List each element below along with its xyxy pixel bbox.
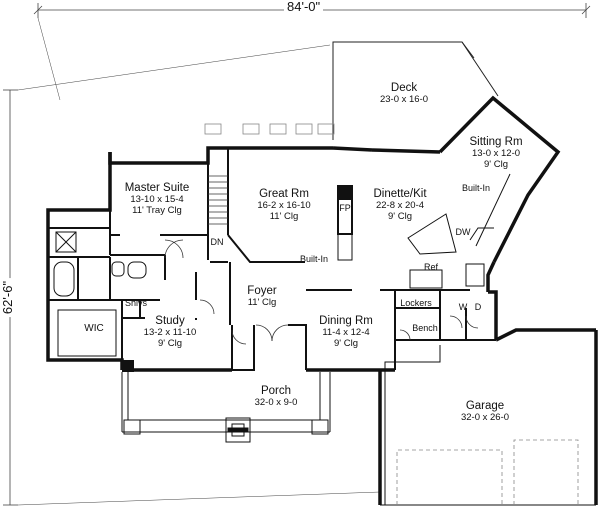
interior-walls	[48, 148, 496, 371]
kitchen-island	[407, 213, 494, 289]
overall-width-dimension: 84'-0"	[284, 0, 324, 14]
overall-depth-dimension: 62'-6"	[0, 277, 16, 318]
room-master-suite: Master Suite 13-10 x 15-4 11' Tray Clg	[125, 182, 190, 217]
garage-walls	[378, 328, 598, 506]
room-master-size: 13-10 x 15-4	[130, 194, 184, 206]
room-master-ceiling: 11' Tray Clg	[132, 205, 182, 217]
room-dining: Dining Rm 11-4 x 12-4 9' Clg	[319, 315, 373, 350]
room-dining-name: Dining Rm	[319, 315, 373, 327]
room-garage-name: Garage	[465, 400, 505, 412]
label-wic: WIC	[84, 323, 104, 334]
label-built-in-great: Built-In	[299, 254, 329, 264]
room-study-size: 13-2 x 11-10	[143, 327, 197, 339]
room-study-ceiling: 9' Clg	[157, 338, 182, 350]
label-built-in-sitting: Built-In	[461, 183, 491, 193]
room-great-name: Great Rm	[259, 188, 309, 200]
dimension-lines	[3, 3, 591, 506]
label-dn: DN	[210, 237, 224, 247]
room-foyer-name: Foyer	[247, 285, 277, 297]
room-great: Great Rm 16-2 x 16-10 11' Clg	[257, 188, 310, 223]
sitting-room-walls	[371, 95, 561, 263]
label-fp: FP	[339, 203, 351, 213]
room-deck-size: 23-0 x 16-0	[379, 94, 429, 106]
room-deck-name: Deck	[390, 82, 418, 94]
fireplace	[337, 185, 353, 261]
label-ref: Ref	[423, 262, 439, 272]
label-w: W	[458, 302, 468, 312]
room-garage: Garage 32-0 x 26-0	[461, 400, 509, 424]
room-dinette: Dinette/Kit 22-8 x 20-4 9' Clg	[373, 188, 426, 223]
room-garage-size: 32-0 x 26-0	[460, 412, 510, 424]
room-study-name: Study	[155, 315, 185, 327]
room-dining-ceiling: 9' Clg	[334, 338, 358, 350]
room-sitting-ceiling: 9' Clg	[483, 159, 508, 171]
room-sitting: Sitting Rm 13-0 x 12-0 9' Clg	[469, 136, 522, 171]
room-sitting-size: 13-0 x 12-0	[471, 148, 521, 160]
room-foyer-ceiling: 11' Clg	[247, 297, 277, 309]
label-d: D	[474, 302, 482, 312]
room-great-ceiling: 11' Clg	[269, 211, 299, 223]
room-master-name: Master Suite	[124, 182, 190, 194]
room-foyer: Foyer 11' Clg	[247, 285, 276, 309]
room-sitting-name: Sitting Rm	[469, 136, 523, 148]
label-bench: Bench	[412, 323, 438, 333]
room-dinette-size: 22-8 x 20-4	[375, 200, 425, 212]
room-dining-size: 11-4 x 12-4	[322, 327, 370, 339]
label-dw: DW	[455, 227, 471, 237]
exterior-walls	[46, 146, 498, 372]
stairs	[208, 175, 228, 225]
label-lockers: Lockers	[400, 298, 432, 308]
room-porch-name: Porch	[260, 385, 292, 397]
room-deck: Deck 23-0 x 16-0	[380, 82, 428, 106]
label-shlvs: Shlvs	[124, 298, 148, 308]
room-study: Study 13-2 x 11-10 9' Clg	[144, 315, 197, 350]
room-dinette-ceiling: 9' Clg	[388, 211, 412, 223]
door-swings	[164, 239, 479, 345]
deck-outline	[332, 41, 499, 140]
room-great-size: 16-2 x 16-10	[257, 200, 311, 212]
room-dinette-name: Dinette/Kit	[373, 188, 427, 200]
room-porch-size: 32-0 x 9-0	[254, 397, 298, 409]
wic-room-outline	[57, 309, 117, 357]
room-porch: Porch 32-0 x 9-0	[255, 385, 298, 409]
upper-columns	[204, 123, 335, 135]
bath-fixtures	[53, 231, 147, 297]
